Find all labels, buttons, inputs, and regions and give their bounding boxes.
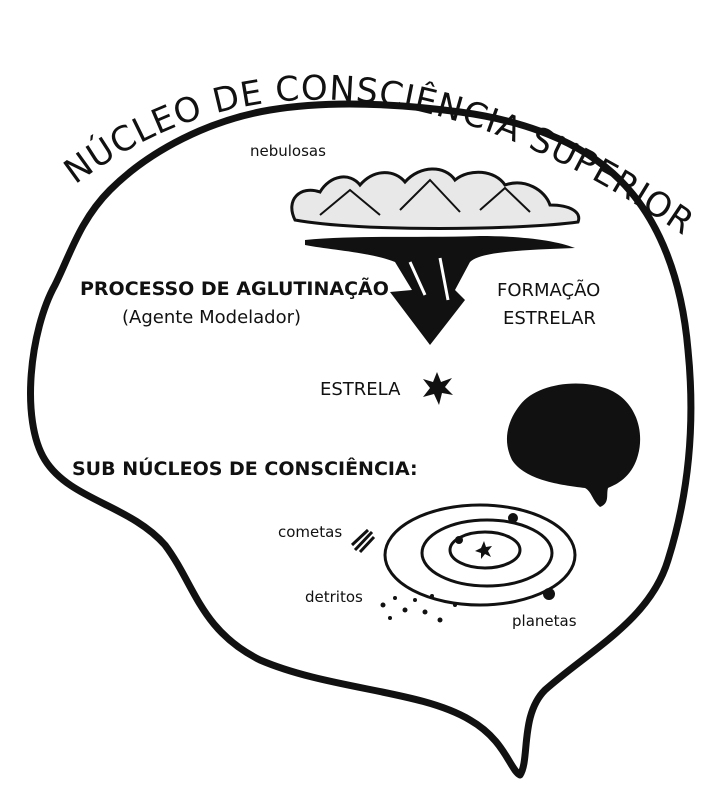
nebula-cloud-icon: [290, 167, 581, 345]
label-formacao-1: FORMAÇÃO: [497, 280, 601, 301]
label-nebulosas: nebulosas: [250, 142, 326, 160]
label-estrela: ESTRELA: [320, 379, 401, 400]
sun-icon: [475, 541, 492, 559]
label-detritos: detritos: [305, 588, 363, 606]
label-formacao-2: ESTRELAR: [503, 308, 596, 329]
label-processo: PROCESSO DE AGLUTINAÇÃO: [80, 278, 389, 300]
planet-icon: [508, 513, 518, 523]
brain-outline: [27, 100, 695, 779]
label-agente: (Agente Modelador): [122, 307, 302, 328]
comet-icon: [350, 528, 376, 554]
planet-icon: [543, 588, 555, 600]
label-cometas: cometas: [278, 523, 343, 541]
solar-system-diagram: [383, 503, 577, 607]
small-brain-icon: [506, 383, 641, 507]
label-planetas: planetas: [512, 612, 577, 630]
planet-icon: [455, 536, 463, 544]
label-sub-nucleos: SUB NÚCLEOS DE CONSCIÊNCIA:: [72, 458, 418, 480]
debris-icon: [380, 594, 457, 623]
star-icon: [423, 372, 453, 405]
